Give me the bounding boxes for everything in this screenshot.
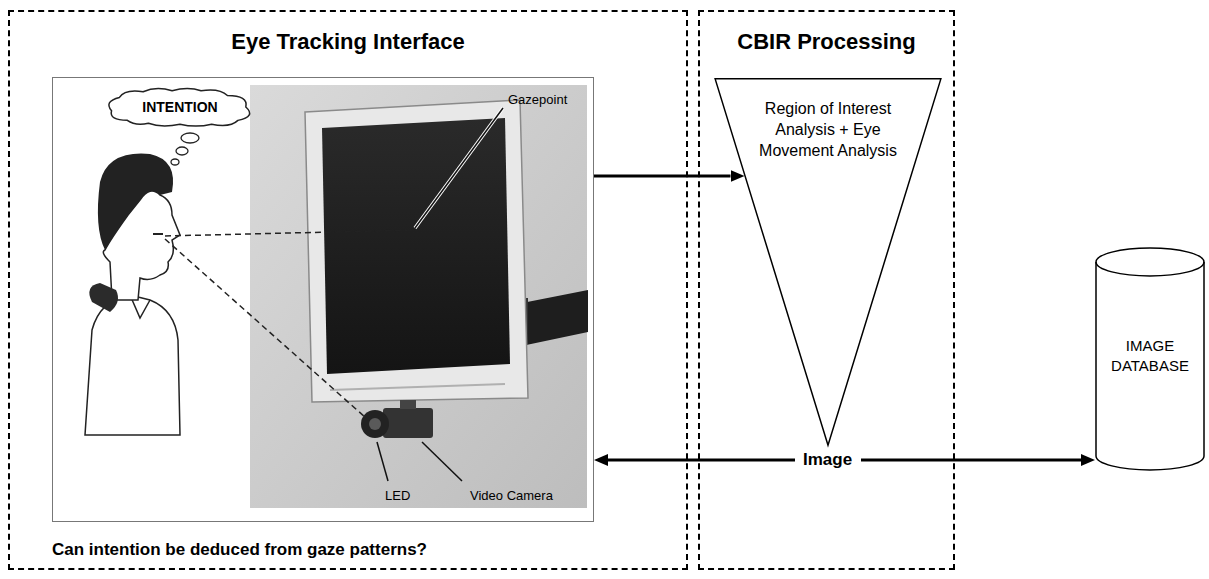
region-title: Eye Tracking Interface bbox=[10, 28, 686, 57]
cloud-label: INTENTION bbox=[101, 98, 259, 116]
person-hand bbox=[89, 283, 118, 312]
monitor-bezel bbox=[305, 100, 528, 402]
process-label: Region of Interest Analysis + Eye Moveme… bbox=[753, 99, 903, 161]
thought-cloud: INTENTION bbox=[101, 86, 259, 128]
person-body bbox=[85, 295, 180, 435]
triangle-path bbox=[715, 79, 941, 445]
part-label: Gazepoint bbox=[508, 92, 588, 109]
led-lens bbox=[369, 418, 381, 430]
region-title: CBIR Processing bbox=[700, 28, 953, 57]
leader-line bbox=[377, 442, 388, 481]
region-box: Eye Tracking InterfaceCan intention be d… bbox=[8, 10, 688, 570]
photo-frame: GazepointLED Video Camera INTENTION bbox=[52, 77, 594, 522]
cylinder-rim bbox=[1096, 262, 1204, 276]
camera-bracket bbox=[400, 400, 416, 409]
cylinder-body bbox=[1096, 248, 1204, 470]
led-ring bbox=[361, 410, 389, 438]
part-label: LED bbox=[385, 488, 445, 505]
output-label: Image bbox=[799, 447, 857, 474]
monitor-buttons bbox=[330, 384, 505, 390]
photo-background bbox=[250, 85, 587, 508]
leader-halo bbox=[415, 108, 503, 228]
thought-bubble bbox=[181, 133, 199, 143]
region-box: CBIR ProcessingRegion of Interest Analys… bbox=[698, 10, 955, 570]
database-label: IMAGE DATABASE bbox=[1100, 336, 1200, 375]
flow-arrow bbox=[861, 459, 1081, 462]
person-hair bbox=[98, 154, 173, 250]
video-camera bbox=[383, 408, 433, 438]
question-caption: Can intention be deduced from gaze patte… bbox=[52, 539, 652, 561]
person-eye bbox=[153, 233, 163, 235]
gaze-line bbox=[165, 230, 414, 236]
flow-arrow bbox=[608, 459, 795, 462]
monitor-screen bbox=[322, 118, 510, 374]
part-label: Video Camera bbox=[470, 488, 580, 505]
leader-line bbox=[422, 442, 462, 481]
flow-arrow bbox=[594, 175, 731, 178]
process-triangle: Region of Interest Analysis + Eye Moveme… bbox=[714, 77, 942, 447]
gaze-line bbox=[165, 239, 366, 418]
thought-bubble bbox=[176, 147, 188, 155]
thought-bubble bbox=[171, 159, 179, 165]
output-label: Image bbox=[803, 449, 852, 471]
leader-line bbox=[415, 108, 503, 228]
database-cylinder: IMAGE DATABASE bbox=[1095, 248, 1205, 470]
